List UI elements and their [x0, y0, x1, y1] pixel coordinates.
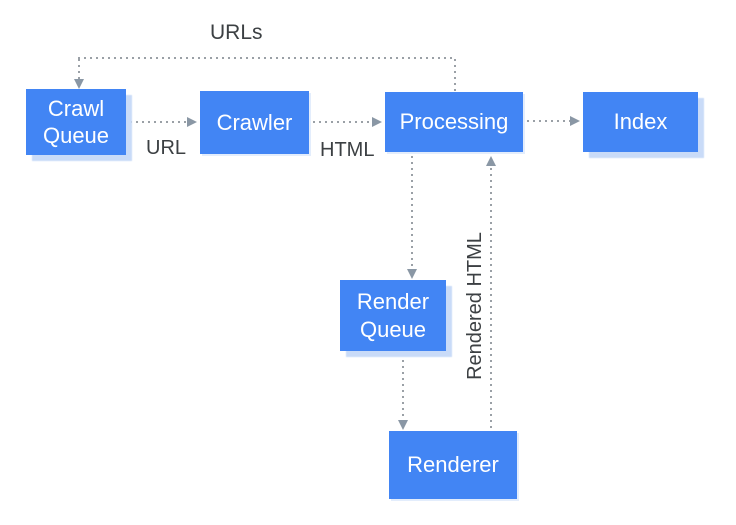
node-index: Index	[583, 92, 698, 152]
node-label: Processing	[399, 109, 509, 135]
node-processing: Processing	[385, 92, 523, 152]
arrowhead-into-render-queue	[407, 269, 417, 279]
arrowhead-into-processing-bottom	[486, 156, 496, 166]
connector-processing-renderqueue	[411, 156, 413, 269]
node-crawl-queue: Crawl Queue	[26, 89, 126, 155]
edge-label-urls: URLs	[210, 21, 263, 44]
connector-renderer-processing	[490, 168, 492, 430]
node-crawler: Crawler	[200, 91, 309, 154]
node-label: Crawl Queue	[42, 95, 110, 149]
connector-renderqueue-renderer	[402, 360, 404, 420]
node-render-queue: Render Queue	[340, 280, 446, 351]
connector-feedback-top	[78, 57, 456, 59]
node-label: Render Queue	[356, 289, 430, 342]
edge-label-rendered-html: Rendered HTML	[464, 232, 486, 380]
node-renderer: Renderer	[389, 431, 517, 499]
connector-processing-index	[527, 120, 571, 122]
connector-feedback-right	[454, 59, 456, 92]
connector-crawler-processing	[313, 121, 373, 123]
connector-feedback-left	[78, 59, 80, 80]
connector-crawlqueue-crawler	[130, 121, 188, 123]
node-label: Index	[613, 109, 668, 135]
arrowhead-into-crawl-queue	[74, 79, 84, 89]
arrowhead-into-crawler	[187, 117, 197, 127]
arrowhead-into-renderer	[398, 420, 408, 430]
edge-label-html: HTML	[320, 139, 375, 161]
arrowhead-into-index	[570, 116, 580, 126]
node-label: Renderer	[407, 452, 499, 478]
node-label: Crawler	[216, 109, 293, 135]
arrowhead-into-processing	[372, 117, 382, 127]
edge-label-url: URL	[146, 137, 187, 159]
